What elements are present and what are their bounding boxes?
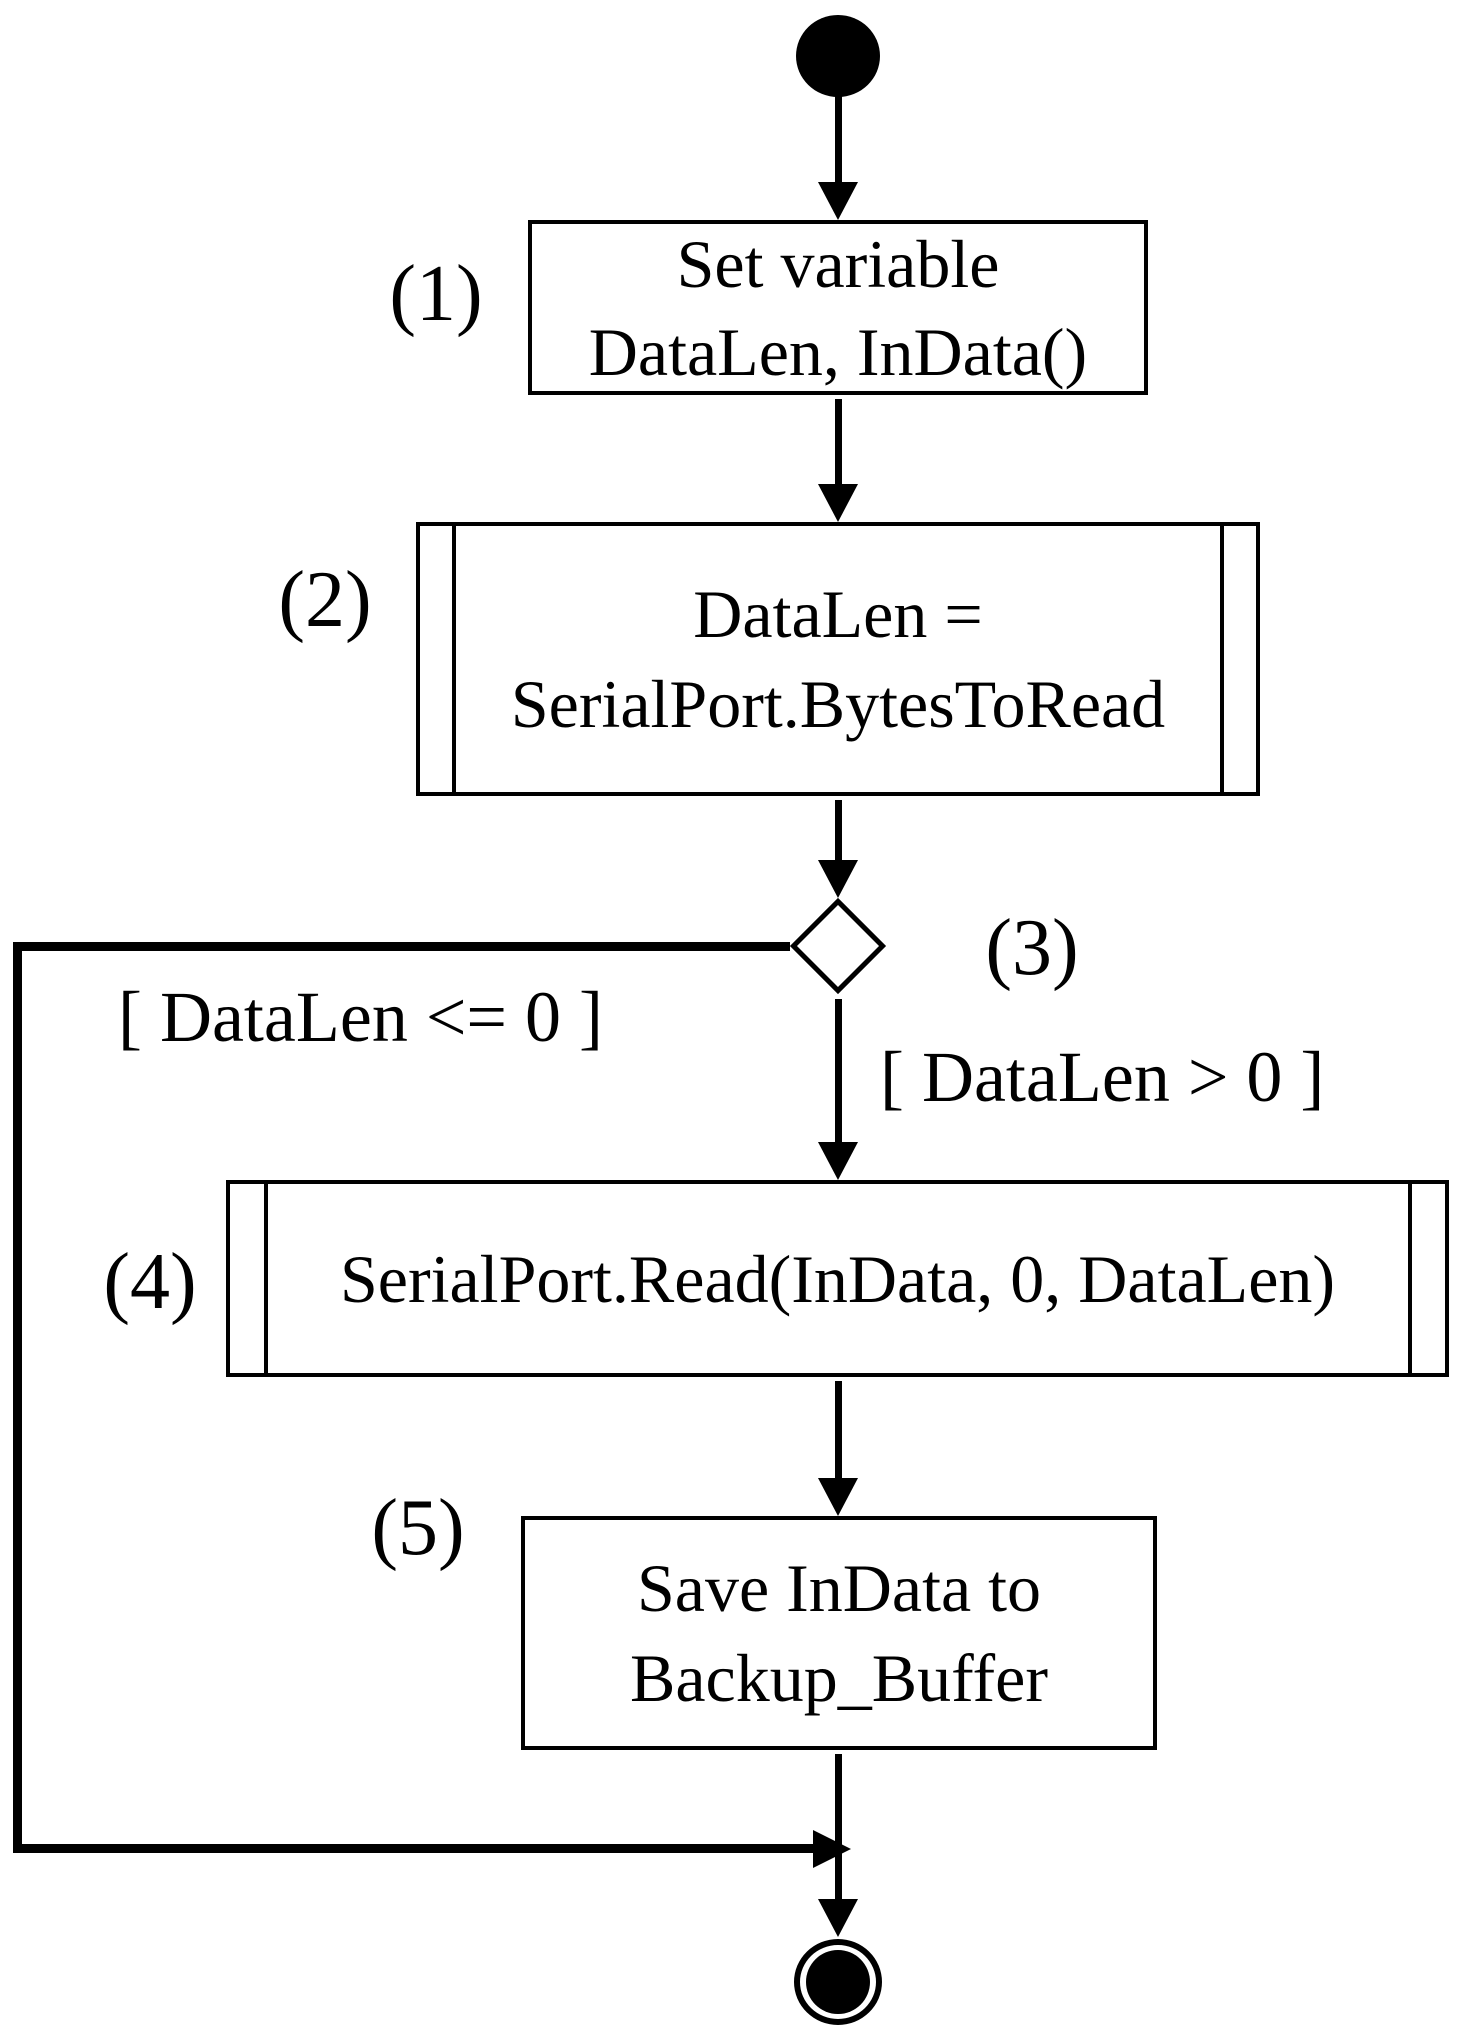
- step2-number-label: (2): [278, 556, 372, 644]
- edge-decision-to-merge-bottom-line: [13, 1844, 813, 1853]
- step5-number-label: (5): [371, 1484, 465, 1572]
- action-save-backup-line2: Backup_Buffer: [630, 1640, 1048, 1716]
- step4-number-label: (4): [103, 1238, 197, 1326]
- decision-node: [789, 897, 887, 995]
- edge-start-to-step1-arrowhead-icon: [818, 182, 858, 220]
- edge-step5-to-final-line: [835, 1754, 842, 1904]
- final-node-core: [806, 1950, 870, 2014]
- edge-step2-to-decision-line: [835, 800, 842, 865]
- edge-step1-to-step2-line: [835, 399, 842, 489]
- edge-decision-to-step4-arrowhead-icon: [818, 1142, 858, 1180]
- edge-step4-to-step5-arrowhead-icon: [818, 1478, 858, 1516]
- subactivity-get-bytes-line1: DataLen =: [693, 576, 983, 652]
- subactivity-serialport-read: SerialPort.Read(InData, 0, DataLen): [226, 1180, 1449, 1377]
- action-save-backup-line1: Save InData to: [636, 1550, 1042, 1626]
- edge-step2-to-decision-arrowhead-icon: [818, 860, 858, 898]
- action-save-backup-buffer: Save InData to Backup_Buffer: [521, 1516, 1157, 1750]
- edge-decision-to-step4-line: [835, 999, 842, 1147]
- subactivity-serialport-read-line1: SerialPort.Read(InData, 0, DataLen): [339, 1240, 1336, 1317]
- guard-datalen-leq-0-label: [ DataLen <= 0 ]: [118, 977, 604, 1057]
- action-set-variable-line1: Set variable: [676, 225, 1000, 302]
- step1-number-label: (1): [389, 250, 483, 338]
- step3-number-label: (3): [985, 904, 1079, 992]
- subactivity-get-bytes-to-read: DataLen = SerialPort.BytesToRead: [416, 522, 1260, 796]
- subactivity-left-bar: [264, 1184, 268, 1373]
- subactivity-get-bytes-line2: SerialPort.BytesToRead: [510, 666, 1166, 742]
- final-node: [794, 1939, 882, 2025]
- subactivity-right-bar: [1408, 1184, 1412, 1373]
- guard-datalen-gt-0-label: [ DataLen > 0 ]: [880, 1037, 1325, 1117]
- action-set-variable: Set variable DataLen, InData(): [528, 220, 1148, 395]
- edge-step1-to-step2-arrowhead-icon: [818, 484, 858, 522]
- action-set-variable-line2: DataLen, InData(): [588, 313, 1088, 390]
- subactivity-left-bar: [452, 526, 456, 792]
- edge-step5-to-final-arrowhead-icon: [818, 1899, 858, 1937]
- edge-decision-to-merge-arrowhead-icon: [813, 1830, 851, 1868]
- edge-decision-to-merge-left-line: [13, 942, 22, 1853]
- subactivity-right-bar: [1220, 526, 1224, 792]
- edge-decision-to-merge-top-line: [13, 942, 790, 951]
- edge-step4-to-step5-line: [835, 1381, 842, 1483]
- start-node: [796, 15, 880, 97]
- edge-start-to-step1-line: [835, 95, 842, 190]
